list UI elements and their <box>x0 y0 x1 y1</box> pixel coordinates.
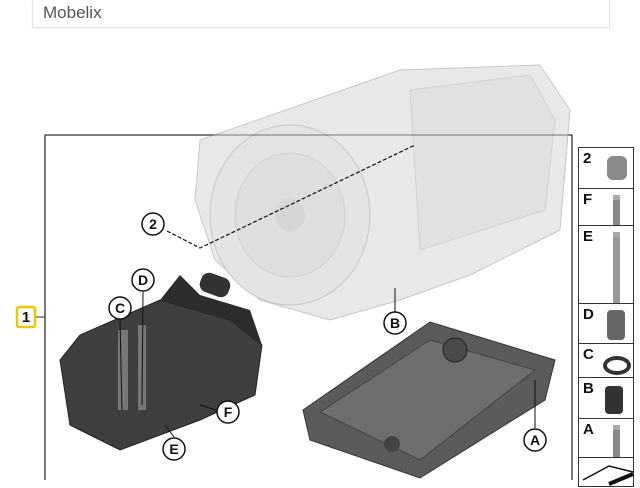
svg-text:A: A <box>530 432 540 448</box>
part-tile-label: D <box>583 306 594 323</box>
part-tile-label: E <box>583 228 594 245</box>
part-tile-gasket[interactable] <box>578 457 634 487</box>
o-ring-icon <box>603 356 631 375</box>
part-tile-label: C <box>583 346 594 363</box>
part-tile-c[interactable]: C <box>578 343 634 378</box>
svg-text:B: B <box>390 315 400 331</box>
leader-2 <box>166 144 416 249</box>
leader-d <box>141 291 144 406</box>
callout-e[interactable]: E <box>162 437 186 461</box>
part-tile-label: B <box>583 380 594 397</box>
part-tile-b[interactable]: B <box>578 377 634 419</box>
callout-f[interactable]: F <box>216 400 240 424</box>
svg-text:2: 2 <box>149 216 157 232</box>
result-card: Mobelix <box>32 0 610 28</box>
svg-text:F: F <box>224 404 233 420</box>
part-tile-f[interactable]: F <box>578 188 634 228</box>
part-tile-label: F <box>583 191 593 208</box>
part-tile-label: 2 <box>583 150 592 167</box>
callout-2[interactable]: 2 <box>141 212 165 236</box>
leader-c <box>119 319 123 411</box>
card-title: Mobelix <box>43 3 102 22</box>
callout-b[interactable]: B <box>383 311 407 335</box>
callout-c[interactable]: C <box>108 296 132 320</box>
long-bolt-icon <box>613 232 620 303</box>
leader-e <box>164 424 175 438</box>
oil-pan-image <box>302 321 556 479</box>
connector-icon <box>605 386 623 414</box>
gasket-icon <box>582 465 634 486</box>
svg-text:1: 1 <box>22 309 30 326</box>
bolt-icon <box>613 195 620 228</box>
part-tile-2[interactable]: 2 <box>578 147 634 189</box>
transmission-image <box>194 64 571 321</box>
callout-a[interactable]: A <box>523 428 547 452</box>
callout-1[interactable]: 1 <box>15 305 37 329</box>
svg-text:D: D <box>138 272 148 288</box>
svg-text:C: C <box>115 300 125 316</box>
bolt-icon <box>613 425 620 458</box>
sleeve-icon <box>607 310 625 340</box>
part-tile-a[interactable]: A <box>578 418 634 458</box>
svg-text:E: E <box>169 441 178 457</box>
callout-d[interactable]: D <box>131 268 155 292</box>
plug-icon <box>607 156 627 180</box>
part-tile-d[interactable]: D <box>578 303 634 344</box>
leader-f <box>199 404 217 411</box>
part-tile-label: A <box>583 421 594 438</box>
part-tile-e[interactable]: E <box>578 225 634 304</box>
